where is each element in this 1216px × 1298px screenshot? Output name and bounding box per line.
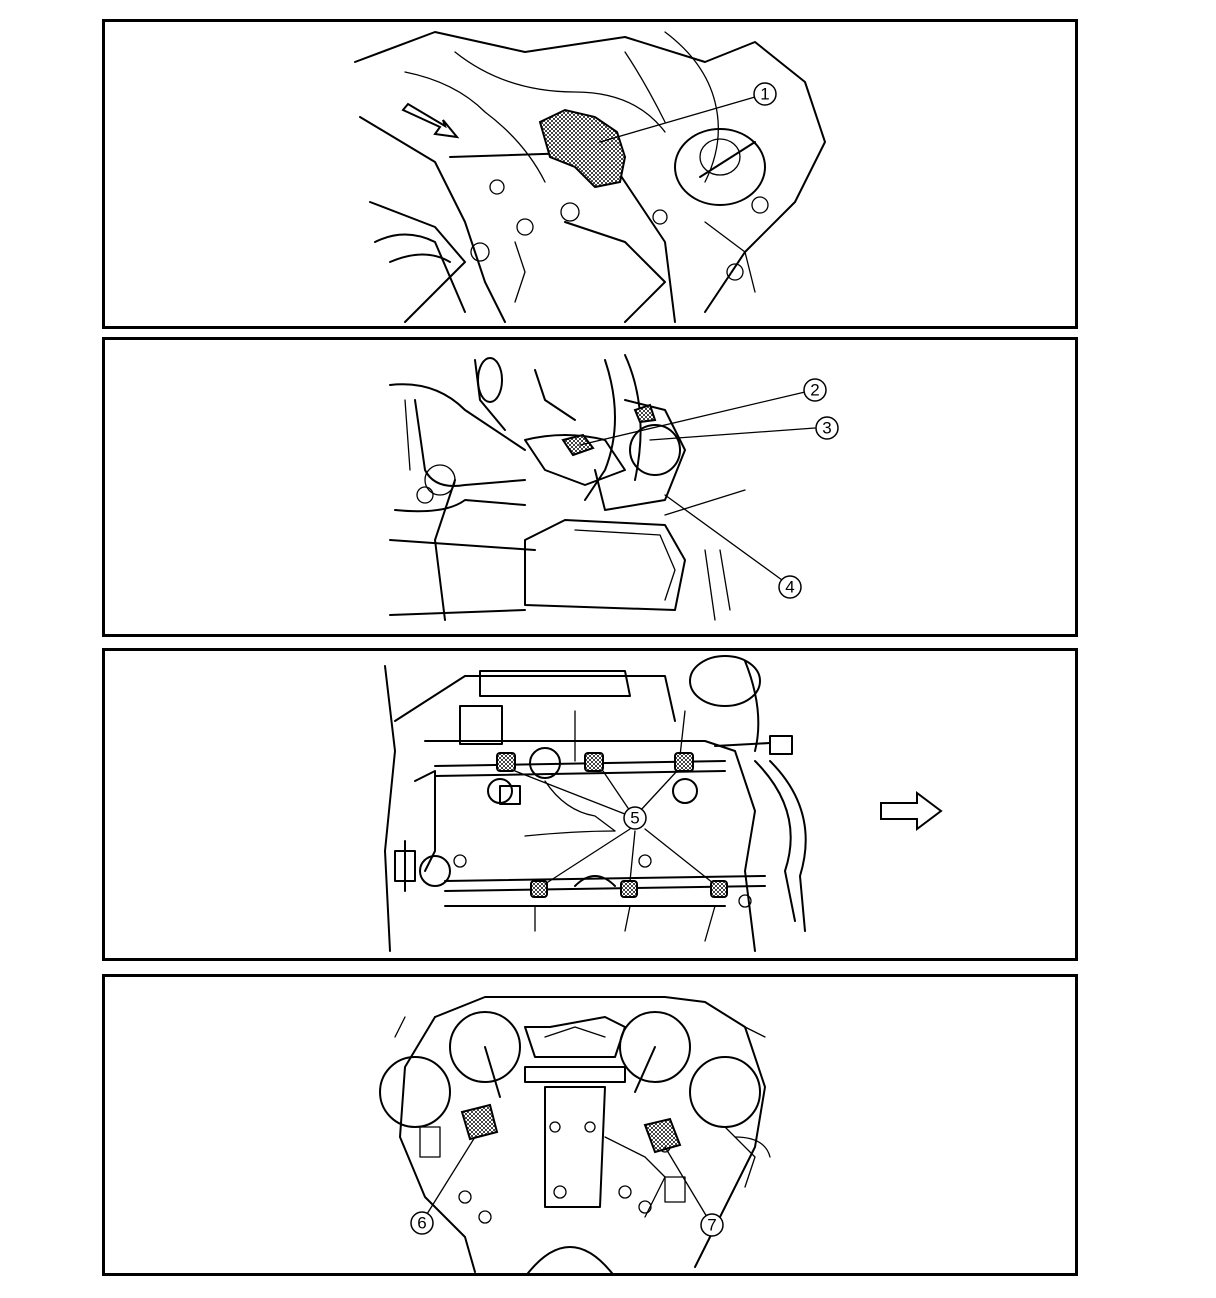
engine-illustration-4: 6 7 xyxy=(379,996,771,1273)
callout-label: 1 xyxy=(760,85,769,104)
engine-illustration-2: 2 3 4 xyxy=(389,354,839,621)
diagram-panel-4: 6 7 xyxy=(102,974,1078,1276)
callout-label: 2 xyxy=(810,381,819,400)
engine-illustration-3: 5 xyxy=(384,655,943,952)
callout-1: 1 xyxy=(753,82,777,106)
diagram-panel-2: 2 3 4 xyxy=(102,337,1078,637)
callout-6: 6 xyxy=(410,1211,434,1235)
callout-2: 2 xyxy=(803,378,827,402)
diagram-panel-1: 1 xyxy=(102,19,1078,329)
callout-5: 5 xyxy=(623,806,647,830)
callout-label: 6 xyxy=(417,1214,426,1233)
direction-arrow-icon xyxy=(880,791,943,831)
callout-label: 4 xyxy=(785,578,794,597)
callout-label: 7 xyxy=(707,1216,716,1235)
diagram-panel-3: 5 xyxy=(102,648,1078,961)
callout-7: 7 xyxy=(700,1213,724,1237)
callout-4: 4 xyxy=(778,575,802,599)
callout-label: 3 xyxy=(822,419,831,438)
callout-3: 3 xyxy=(815,416,839,440)
engine-illustration-1: 1 xyxy=(354,31,826,323)
direction-arrow-icon xyxy=(401,102,460,139)
callout-label: 5 xyxy=(630,809,639,828)
